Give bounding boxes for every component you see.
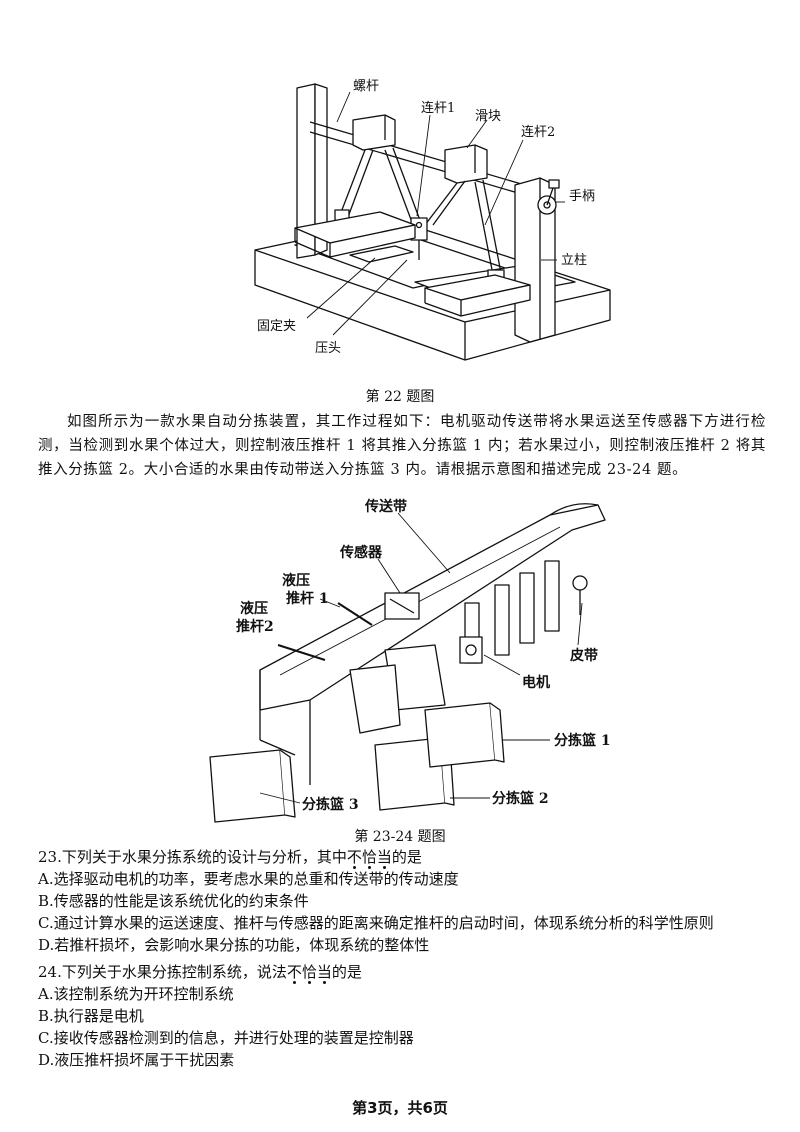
figure-22-caption: 第 22 题图 [365,389,435,405]
label-link2: 连杆2 [521,124,555,140]
question-23-option-a: A.选择驱动电机的功率，要考虑水果的总重和传送带的传动速度 [38,870,459,888]
label-column: 立柱 [561,253,587,268]
label-rod2-b: 推杆2 [236,618,274,635]
label-basket1: 分拣篮 1 [554,732,611,749]
question-24: 24.下列关于水果分拣控制系统，说法不恰当的是 A.该控制系统为开环控制系统 B… [38,961,778,1071]
emphasis-dot: 恰 [301,963,317,981]
label-sensor: 传感器 [339,544,383,561]
label-handle: 手柄 [569,189,595,204]
label-link1: 连杆1 [421,100,455,116]
intro-paragraph: 如图所示为一款水果自动分拣装置，其工作过程如下：电机驱动传送带将水果运送至传感器… [38,414,766,478]
label-slider: 滑块 [475,109,501,124]
label-rod1-a: 液压 [282,572,310,589]
question-23-option-c: C.通过计算水果的运送速度、推杆与传感器的距离来确定推杆的启动时间，体现系统分析… [38,914,714,932]
label-rod2-a: 液压 [240,600,268,617]
label-basket2: 分拣篮 2 [492,790,549,807]
label-pulley-belt: 皮带 [569,647,598,664]
question-24-option-c: C.接收传感器检测到的信息，并进行处理的装置是控制器 [38,1029,414,1047]
label-conveyor-belt: 传送带 [364,498,407,515]
figure-23-24-caption: 第 23-24 题图 [354,829,446,845]
emphasis-dot: 当 [316,963,332,981]
question-23-stem: 23.下列关于水果分拣系统的设计与分析，其中不恰当的是 [38,848,422,866]
question-23: 23.下列关于水果分拣系统的设计与分析，其中不恰当的是 A.选择驱动电机的功率，… [38,846,778,956]
question-23-option-d: D.若推杆损坏，会影响水果分拣的功能，体现系统的整体性 [38,936,430,954]
page-footer: 第3页，共6页 [352,1099,448,1117]
label-screw: 螺杆 [353,79,379,94]
emphasis-dot: 当 [376,848,392,866]
emphasis-dot: 恰 [361,848,377,866]
figure-22-clamp-device: 螺杆 连杆1 滑块 连杆2 手柄 立柱 固定夹 压头 [235,60,635,385]
emphasis-dot: 不 [286,963,302,981]
question-24-option-d: D.液压推杆损坏属于干扰因素 [38,1051,235,1069]
label-clamp: 固定夹 [257,319,296,334]
label-basket3: 分拣篮 3 [302,796,359,813]
label-rod1-b: 推杆 1 [286,590,329,607]
figure-23-24-sorting-device: 传送带 传感器 液压 推杆 1 液压 推杆2 皮带 电机 分拣篮 1 分拣篮 2… [200,495,620,825]
label-press-head: 压头 [315,341,341,356]
question-24-option-b: B.执行器是电机 [38,1007,144,1025]
question-23-option-b: B.传感器的性能是该系统优化的约束条件 [38,892,309,910]
question-24-stem: 24.下列关于水果分拣控制系统，说法不恰当的是 [38,963,362,981]
label-motor: 电机 [522,674,550,691]
emphasis-dot: 不 [346,848,362,866]
question-24-option-a: A.该控制系统为开环控制系统 [38,985,234,1003]
